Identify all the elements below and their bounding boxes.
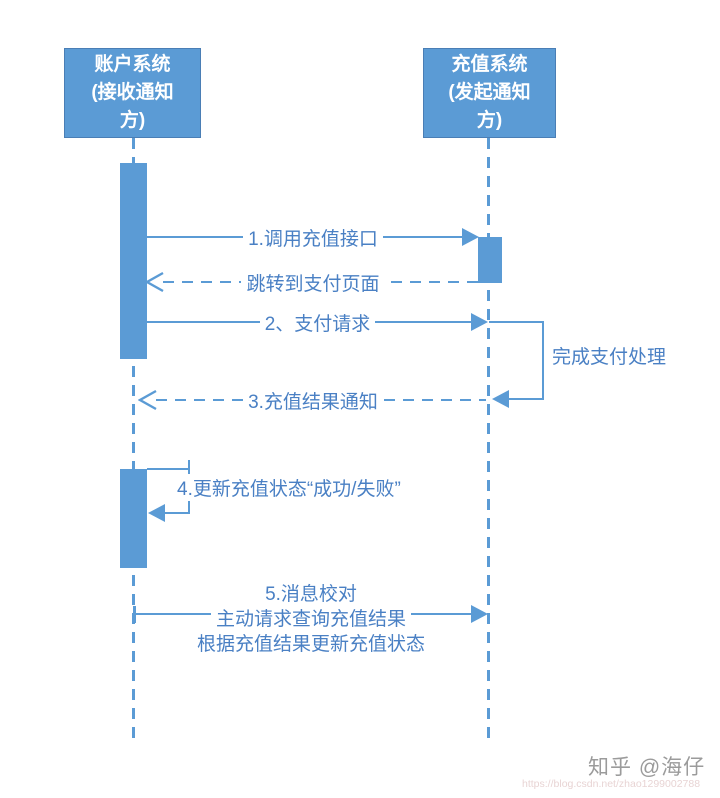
message-label: 1.调用充值接口 [243,223,383,251]
lifeline-account [132,138,135,742]
loop-segment-bottom [508,398,544,400]
loop-label: 完成支付处理 [549,342,670,369]
lifeline-recharge [487,138,490,742]
loop-segment-top [147,468,190,470]
message-payment-request: 2、支付请求 [147,308,488,336]
watermark-url: https://blog.csdn.net/zhao1299002788 [522,778,701,790]
message-label: 跳转到支付页面 [241,268,385,296]
solid-arrowhead-left-icon [492,390,509,408]
message-redirect-to-payment-page: 跳转到支付页面 [144,268,479,296]
message-label: 3.充值结果通知 [243,386,383,414]
loop-segment-top [489,321,544,323]
actor-label-recharge: 充值系统 (发起通知 方) [448,54,531,131]
message-recharge-result-notification: 3.充值结果通知 [137,386,486,414]
solid-arrowhead-left-icon [148,504,165,522]
message-label-line1: 5.消息校对 [133,579,489,606]
actor-box-recharge: 充值系统 (发起通知 方) [423,48,556,138]
solid-arrowhead-right-icon [471,313,488,331]
loop-segment-bottom [164,512,190,514]
solid-arrowhead-right-icon [471,605,488,623]
loop-label: 4.更新充值状态“成功/失败” [174,474,404,501]
loop-segment-right [542,321,544,400]
message-label: 2、支付请求 [259,308,376,336]
message-call-recharge-api: 1.调用充值接口 [147,223,479,251]
open-arrowhead-left-icon [137,389,158,411]
watermark-credit: 知乎 @海仔 [588,756,706,779]
actor-box-account: 账户系统 (接收通知 方) [64,48,201,138]
message-label-line3: 根据充值结果更新充值状态 [133,629,489,656]
activation-bar-account-2 [120,469,147,568]
actor-label-account: 账户系统 (接收通知 方) [91,54,174,131]
loop-corner-tick [188,460,190,470]
message-label-line2: 主动请求查询充值结果 [133,604,489,631]
solid-arrowhead-right-icon [462,228,479,246]
activation-bar-recharge [478,237,502,283]
activation-bar-account-1 [120,163,147,359]
open-arrowhead-left-icon [144,271,165,293]
